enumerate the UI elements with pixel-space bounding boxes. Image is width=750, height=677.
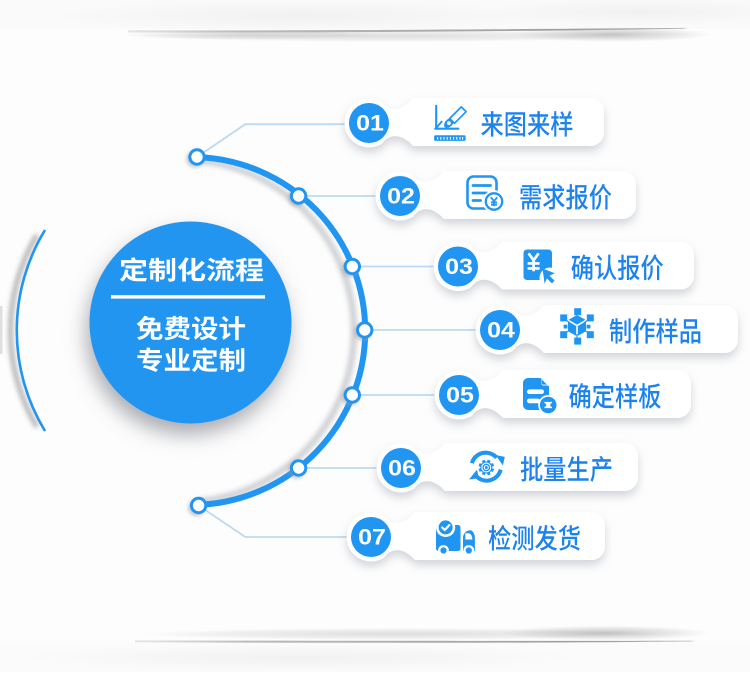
svg-text:02: 02 [387, 183, 415, 209]
svg-text:06: 06 [388, 455, 416, 481]
svg-text:01: 01 [356, 110, 384, 136]
svg-text:04: 04 [487, 317, 516, 343]
svg-text:07: 07 [358, 524, 386, 550]
svg-text:05: 05 [446, 382, 474, 408]
svg-text:03: 03 [445, 254, 473, 280]
